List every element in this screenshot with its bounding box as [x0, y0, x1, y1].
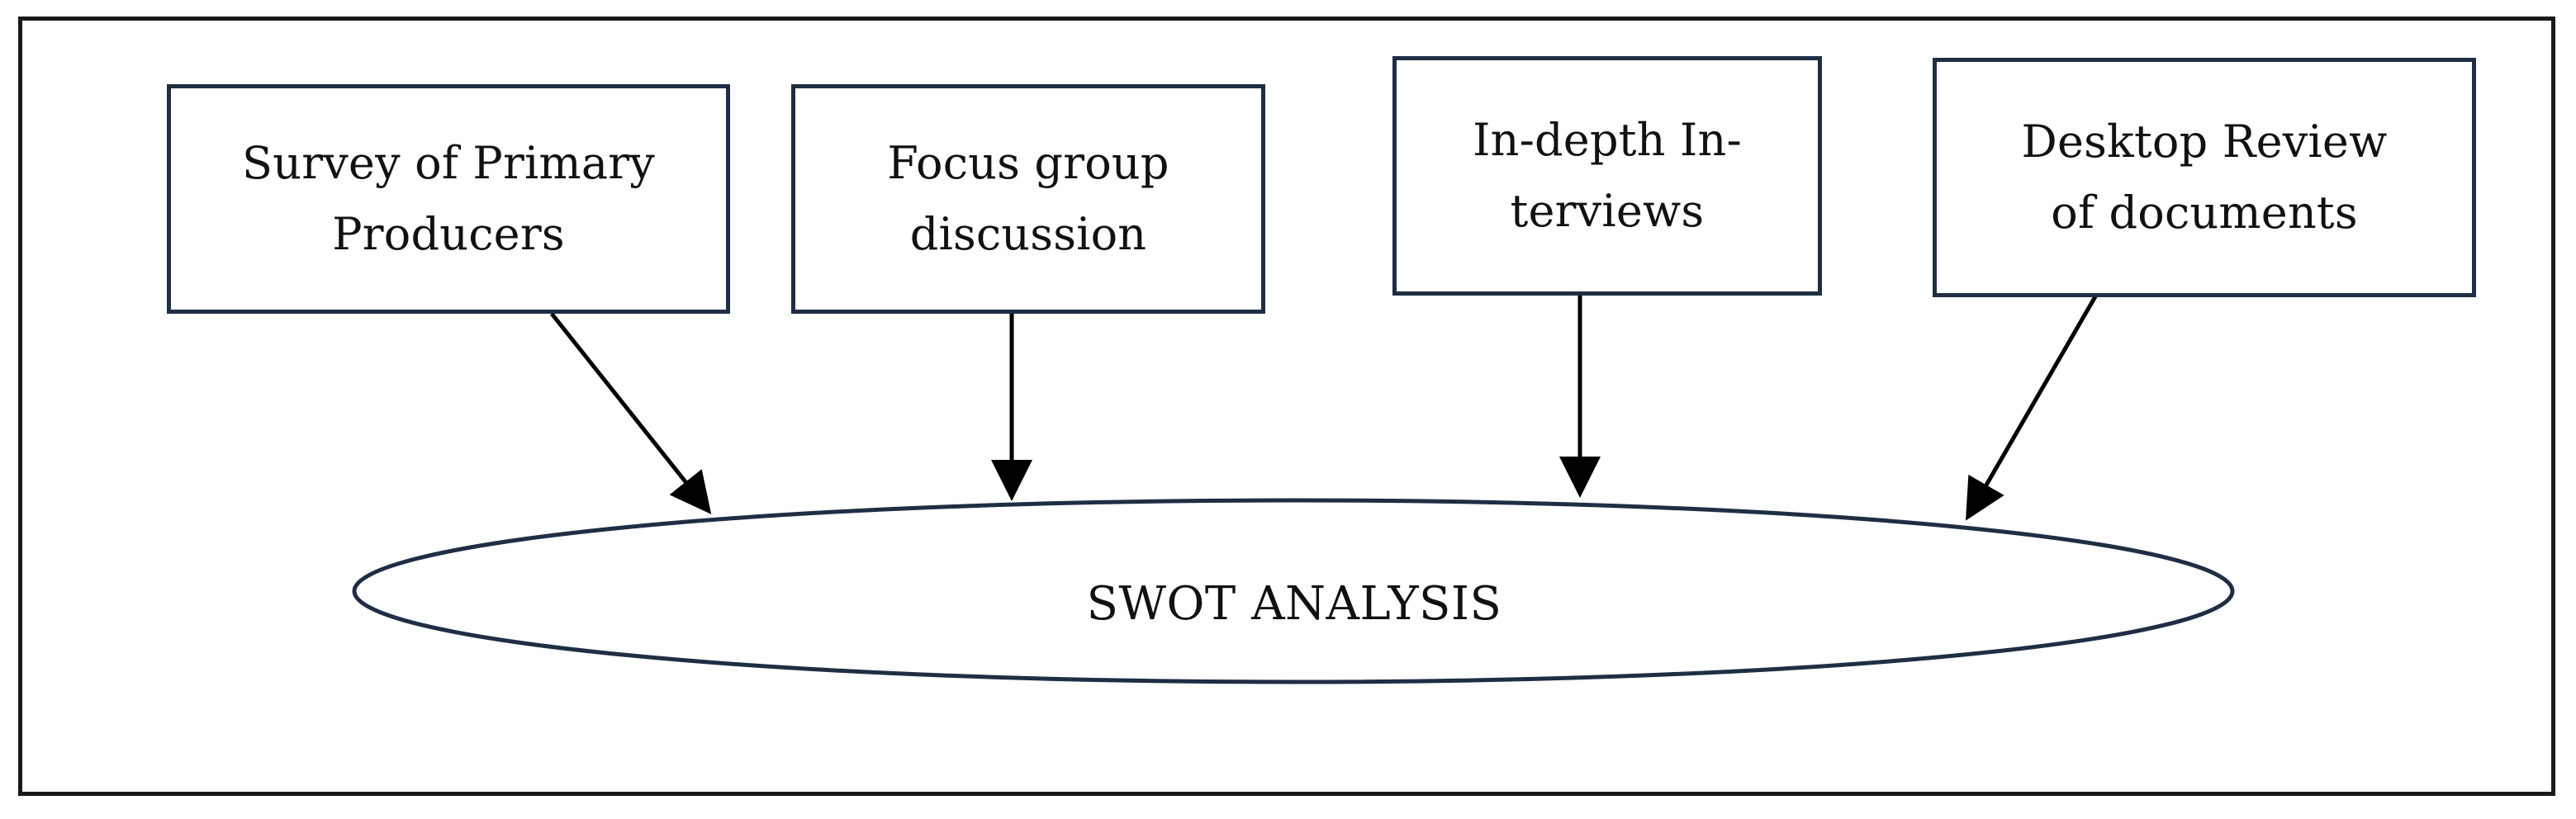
- arrow-survey-to-swot: [550, 312, 712, 514]
- swot-label: SWOT ANALYSIS: [1086, 576, 1502, 631]
- source-label-in-depth-interviews: In-depth In- terviews: [1473, 114, 1742, 237]
- swot-ellipse: [352, 498, 2235, 684]
- source-label-survey: Survey of Primary Producers: [242, 137, 655, 260]
- source-box-focus-group: Focus group discussion: [791, 84, 1265, 314]
- source-label-focus-group: Focus group discussion: [887, 137, 1169, 260]
- diagram-frame: [18, 17, 2555, 796]
- source-box-desktop-review: Desktop Review of documents: [1933, 58, 2476, 297]
- source-box-in-depth-interviews: In-depth In- terviews: [1392, 56, 1822, 296]
- source-box-survey: Survey of Primary Producers: [167, 84, 730, 314]
- arrow-desktop-to-swot: [1965, 291, 2100, 521]
- source-label-desktop-review: Desktop Review of documents: [2021, 116, 2388, 239]
